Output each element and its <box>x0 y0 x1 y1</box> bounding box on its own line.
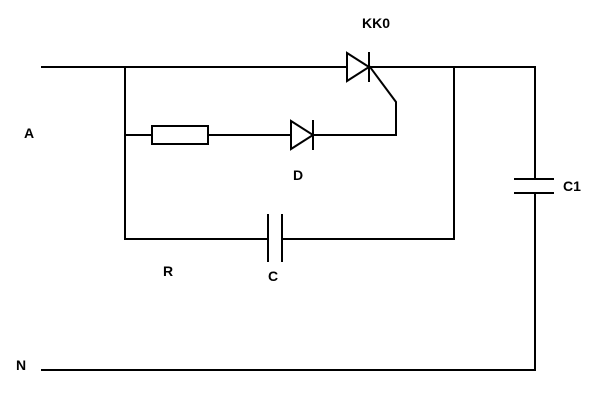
label-terminal-a: A <box>24 125 34 141</box>
diode-symbol <box>290 119 315 151</box>
label-diode: D <box>293 167 303 183</box>
label-capacitor-c1: C1 <box>563 178 581 194</box>
label-capacitor: C <box>268 268 278 284</box>
label-thyristor: KK0 <box>362 15 390 31</box>
wires <box>41 65 536 371</box>
capacitor-c1-symbol <box>514 178 554 194</box>
capacitor-c-symbol <box>267 214 283 262</box>
diode-triangle <box>290 119 315 151</box>
resistor-symbol <box>151 125 209 145</box>
thyristor-triangle <box>346 51 371 83</box>
label-terminal-n: N <box>16 357 26 373</box>
label-resistor: R <box>163 263 173 279</box>
thyristor-symbol <box>346 51 371 83</box>
wire-diode-to-gate <box>312 65 397 136</box>
